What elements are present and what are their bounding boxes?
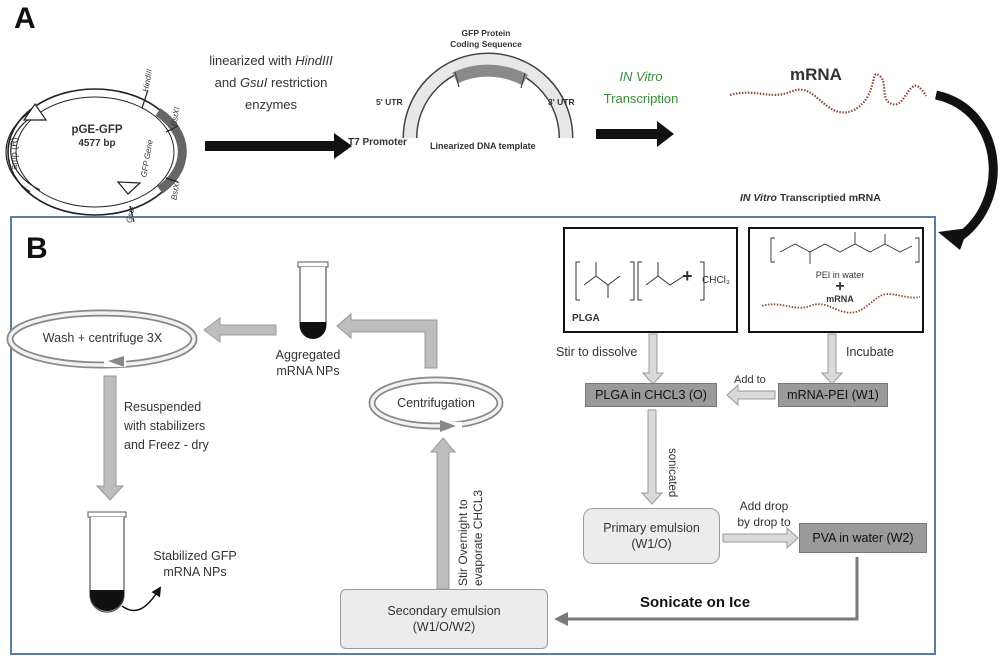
plga-structure-graphic <box>575 261 705 301</box>
linearize-text-1: linearized with <box>209 53 296 68</box>
sonicated-label: sonicated <box>666 448 678 498</box>
test-tube-stabilized <box>87 511 162 613</box>
stir-overnight-line2: evaporate CHCL3 <box>471 489 485 586</box>
add-drop-line2: by drop to <box>737 515 791 529</box>
dna-template-label: Linearized DNA template <box>430 141 536 151</box>
aggregated-line2: mRNA NPs <box>276 364 340 378</box>
plasmid-name: pGE-GFP 4577 bp <box>52 124 142 150</box>
secondary-emulsion-line2: (W1/O/W2) <box>412 620 476 634</box>
ivt-mrna-label: IN Vitro Transcriptied mRNA <box>740 190 881 207</box>
dna-template-graphic <box>402 52 574 139</box>
gfp-protein-label: GFP Protein Coding Sequence <box>436 28 536 50</box>
gsui-site-label: GsuI <box>124 205 137 224</box>
plus-sign-1: + <box>682 266 693 286</box>
linearize-text-2: and <box>214 75 240 90</box>
plasmid-graphic <box>5 88 187 223</box>
utr5-label: 5' UTR <box>376 97 403 107</box>
ivt-mrna-text: Transcriptied mRNA <box>776 192 881 204</box>
linearize-italic-2: GsuI <box>239 75 268 90</box>
aggregated-label: Aggregated mRNA NPs <box>258 347 358 379</box>
add-drop-label: Add drop by drop to <box>724 498 804 530</box>
pei-reagent-box <box>748 227 924 333</box>
plus-sign-2: + <box>835 278 845 295</box>
pei-label: PEI in water <box>815 270 865 280</box>
plga-label: PLGA <box>572 313 600 324</box>
plasmid-size-text: 4577 bp <box>78 138 116 149</box>
incubate-label: Incubate <box>846 345 894 359</box>
primary-emulsion-line2: (W1/O) <box>631 537 672 551</box>
linearize-italic-1: HindIII <box>295 53 333 68</box>
utr3-label: 3' UTR <box>548 97 575 107</box>
arrow-linearize <box>205 133 352 159</box>
flow-arrows <box>95 312 844 590</box>
mrna-small-label: mRNA <box>826 294 854 304</box>
ivt-text: Transcription <box>603 91 679 106</box>
add-to-label: Add to <box>734 374 766 386</box>
wash-centrifuge-label: Wash + centrifuge 3X <box>42 331 163 345</box>
panel-b-frame <box>10 216 936 655</box>
centrifugation-label: Centrifugation <box>397 396 475 410</box>
panel-a-letter: A <box>14 2 36 35</box>
resuspend-line2: with stabilizers <box>124 419 206 433</box>
resuspend-line1: Resuspended <box>124 400 202 414</box>
ivt-italic: IN Vitro <box>619 69 663 84</box>
linearize-step-text: linearized with HindIII and GsuI restric… <box>196 50 346 116</box>
resuspend-label: Resuspended with stabilizers and Freez -… <box>124 398 209 455</box>
pva-water-box: PVA in water (W2) <box>799 523 927 553</box>
secondary-emulsion-line1: Secondary emulsion <box>387 604 501 618</box>
plga-chcl3-box: PLGA in CHCL3 (O) <box>585 383 717 407</box>
ivt-step-text: IN Vitro Transcription <box>596 66 686 110</box>
stir-overnight-line1: Stir Overnight to <box>456 499 470 586</box>
plasmid-name-text: pGE-GFP <box>71 124 123 136</box>
stabilized-line2: mRNA NPs <box>163 565 227 579</box>
mrna-pei-box: mRNA-PEI (W1) <box>778 383 888 407</box>
ivt-mrna-italic: IN Vitro <box>740 192 777 204</box>
mrna-label: mRNA <box>790 65 842 84</box>
pei-structure-graphic <box>770 232 920 264</box>
secondary-emulsion-box: Secondary emulsion (W1/O/W2) <box>340 589 548 649</box>
centrifugation-cycle-graphic <box>368 376 504 432</box>
linearize-text-3: restriction <box>267 75 328 90</box>
t7-promoter-label: T7 Promoter <box>348 137 407 148</box>
stabilized-label: Stabilized GFP mRNA NPs <box>140 548 250 580</box>
primary-emulsion-line1: Primary emulsion <box>603 521 700 535</box>
arrow-sonicate-ice <box>554 557 859 626</box>
chcl3-label: CHCl₃ <box>702 275 730 286</box>
stir-dissolve-label: Stir to dissolve <box>556 345 638 359</box>
stabilized-line1: Stabilized GFP <box>153 549 237 563</box>
linearize-text-4: enzymes <box>244 97 298 112</box>
bstx-site-label-1: BstXI <box>169 106 182 127</box>
gfp-protein-line1: GFP Protein <box>461 28 511 38</box>
arrow-transcription <box>596 121 674 147</box>
test-tube-aggregated <box>297 261 329 339</box>
plga-reagent-box <box>563 227 738 333</box>
bstx-site-label-2: BstXI <box>169 180 182 201</box>
primary-emulsion-box: Primary emulsion (W1/O) <box>583 508 720 564</box>
mrna-small-graphic <box>761 293 921 314</box>
gfp-protein-line2: Coding Sequence <box>450 39 522 49</box>
aggregated-line1: Aggregated <box>275 348 341 362</box>
arrow-panel-transition <box>934 90 998 250</box>
wash-cycle-graphic <box>6 309 198 369</box>
add-drop-line1: Add drop <box>739 499 789 513</box>
resuspend-line3: and Freez - dry <box>124 438 209 452</box>
mrna-strand-graphic <box>729 73 927 114</box>
sonicate-ice-label: Sonicate on Ice <box>640 594 751 611</box>
panel-b-letter: B <box>26 232 48 265</box>
amp-label: amp (R) <box>8 137 19 170</box>
